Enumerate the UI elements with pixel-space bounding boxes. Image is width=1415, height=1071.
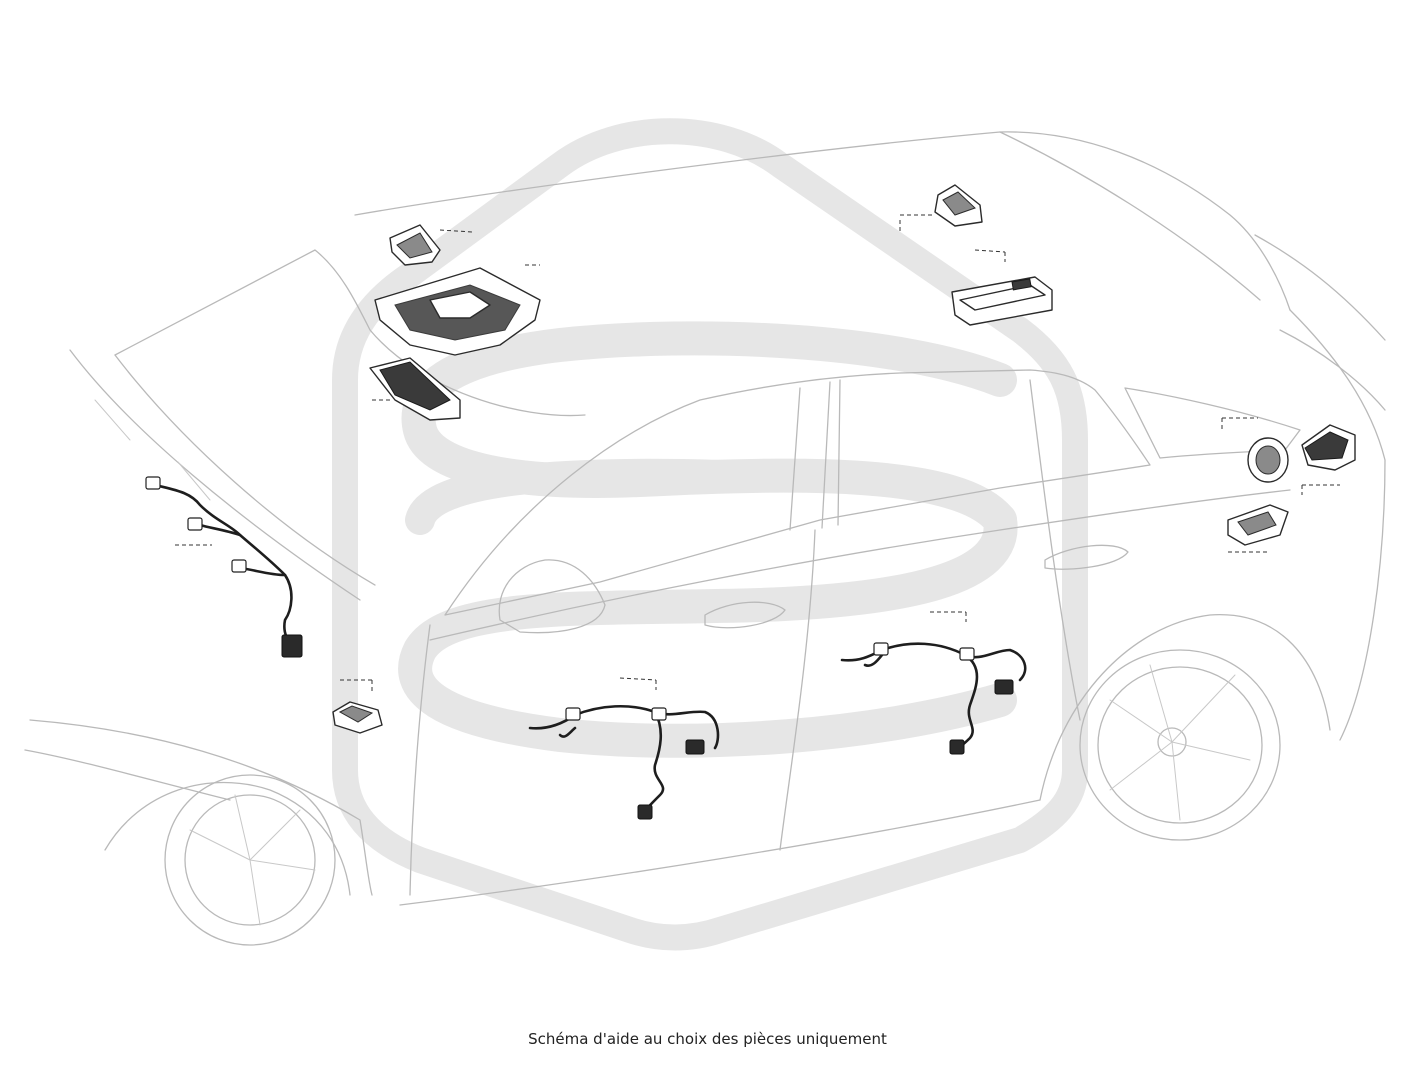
front-overhead-light[interactable] xyxy=(389,224,473,266)
car-rear-rim xyxy=(1097,666,1263,824)
car-rear-wheel-arch xyxy=(1039,614,1331,801)
car-hood-line xyxy=(69,349,361,601)
car-side-mirror xyxy=(498,559,606,634)
car-lower-body-front xyxy=(29,719,373,896)
rear-lamp-housing[interactable] xyxy=(1301,424,1356,495)
overhead-console-lower[interactable] xyxy=(369,357,461,421)
car-windshield-lower xyxy=(114,354,376,586)
rear-lamp-cover[interactable] xyxy=(1227,504,1289,553)
car-rear-lamp xyxy=(1254,234,1386,411)
rear-overhead-light[interactable] xyxy=(899,184,983,232)
car-front-bumper xyxy=(24,749,231,801)
watermark-s-top xyxy=(401,321,1017,537)
car-beltline xyxy=(429,489,1291,641)
front-wiring-harness[interactable] xyxy=(145,476,303,658)
door-courtesy-lamp[interactable] xyxy=(332,679,383,734)
rear-door-wiring-harness[interactable] xyxy=(840,611,1027,755)
car-rear-wheel xyxy=(1079,649,1281,841)
car-rear-spokes xyxy=(1109,664,1251,821)
control-unit-module[interactable] xyxy=(951,249,1053,326)
car-front-rim xyxy=(184,794,316,926)
car-front-wheel xyxy=(164,774,336,946)
car-front-wheel-arch xyxy=(104,781,351,896)
car-rear-door xyxy=(1029,379,1081,721)
watermark-logo xyxy=(332,118,1088,951)
car-wipers xyxy=(94,399,211,501)
diagram-caption: Schéma d'aide au choix des pièces unique… xyxy=(528,1030,887,1048)
car-rear-quarter-window xyxy=(1124,387,1301,459)
car-roof-rear-edge xyxy=(999,131,1261,301)
car-rocker xyxy=(399,799,1041,906)
front-door-wiring-harness[interactable] xyxy=(528,677,720,820)
car-windshield xyxy=(114,249,586,417)
watermark-s-mid xyxy=(398,503,1018,758)
rear-speaker-ring[interactable] xyxy=(1221,417,1289,483)
watermark-s-bottom xyxy=(405,458,735,535)
car-side-window-front xyxy=(444,369,1151,616)
watermark-outer-frame xyxy=(332,118,1088,951)
car-outline xyxy=(24,131,1386,946)
car-roof xyxy=(354,131,1291,311)
parts xyxy=(145,184,1356,820)
car-rear-body xyxy=(1289,309,1386,741)
car-front-door xyxy=(409,529,816,896)
car-b-pillar xyxy=(789,379,841,531)
overhead-control-panel[interactable] xyxy=(374,264,541,356)
car-front-spokes xyxy=(189,794,316,926)
car-door-handle-rear xyxy=(1044,544,1129,570)
car-door-handle-front xyxy=(704,601,786,629)
car-rear-hub-logo xyxy=(1157,727,1187,757)
